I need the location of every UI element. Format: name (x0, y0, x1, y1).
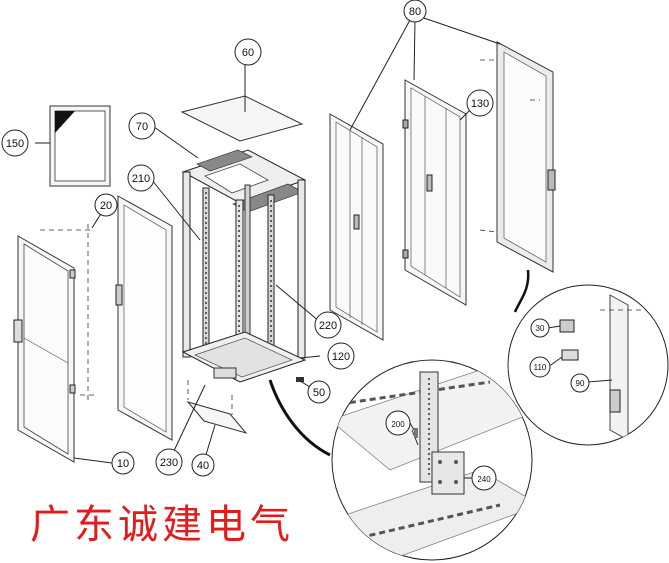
detail-circle-rail (331, 359, 533, 561)
callout-label: 220 (319, 320, 337, 332)
callout-label: 10 (117, 458, 129, 470)
callout-label: 240 (477, 475, 491, 484)
detail-leaders (268, 269, 530, 457)
cabinet-frame (151, 126, 321, 383)
callout-200: 200 (385, 410, 411, 436)
callout-label: 150 (6, 138, 24, 150)
callout-120: 120 (327, 342, 355, 370)
plinth-plate-40 (171, 380, 248, 459)
callout-110: 110 (529, 356, 551, 378)
side-panel (329, 19, 411, 341)
rear-frame-door-130 (402, 19, 471, 306)
callout-40: 40 (191, 453, 215, 477)
roof-plate-60 (180, 65, 304, 142)
label-plate-150 (35, 105, 111, 187)
callout-30: 30 (530, 318, 550, 338)
front-door-10 (13, 235, 113, 464)
callout-230: 230 (155, 448, 183, 476)
callout-80: 80 (403, 0, 427, 23)
callout-130: 130 (466, 89, 494, 117)
callout-10: 10 (111, 451, 135, 475)
callout-220: 220 (314, 311, 342, 339)
callout-90: 90 (570, 373, 590, 393)
callout-label: 210 (132, 173, 150, 185)
callout-60: 60 (234, 38, 262, 66)
callout-70: 70 (128, 112, 156, 140)
callout-210: 210 (127, 164, 155, 192)
callout-label: 90 (576, 379, 585, 388)
callout-label: 110 (534, 363, 547, 372)
callout-label: 20 (100, 200, 112, 212)
callout-label: 40 (197, 460, 209, 472)
callout-label: 80 (409, 6, 421, 18)
callout-label: 70 (136, 121, 148, 133)
callout-label: 60 (242, 47, 254, 59)
brand-text: 广东诚建电气 (30, 502, 294, 548)
callout-label: 230 (160, 457, 178, 469)
callout-150: 150 (1, 129, 29, 157)
callout-label: 200 (391, 420, 405, 429)
callout-240: 240 (471, 465, 497, 491)
callout-label: 30 (536, 324, 545, 333)
callout-20: 20 (94, 193, 118, 217)
far-right-door (417, 15, 556, 273)
callout-label: 130 (471, 98, 489, 110)
rear-door-panel (115, 195, 173, 441)
callout-label: 50 (313, 387, 325, 399)
callout-label: 120 (332, 351, 350, 363)
callout-50: 50 (307, 380, 331, 404)
